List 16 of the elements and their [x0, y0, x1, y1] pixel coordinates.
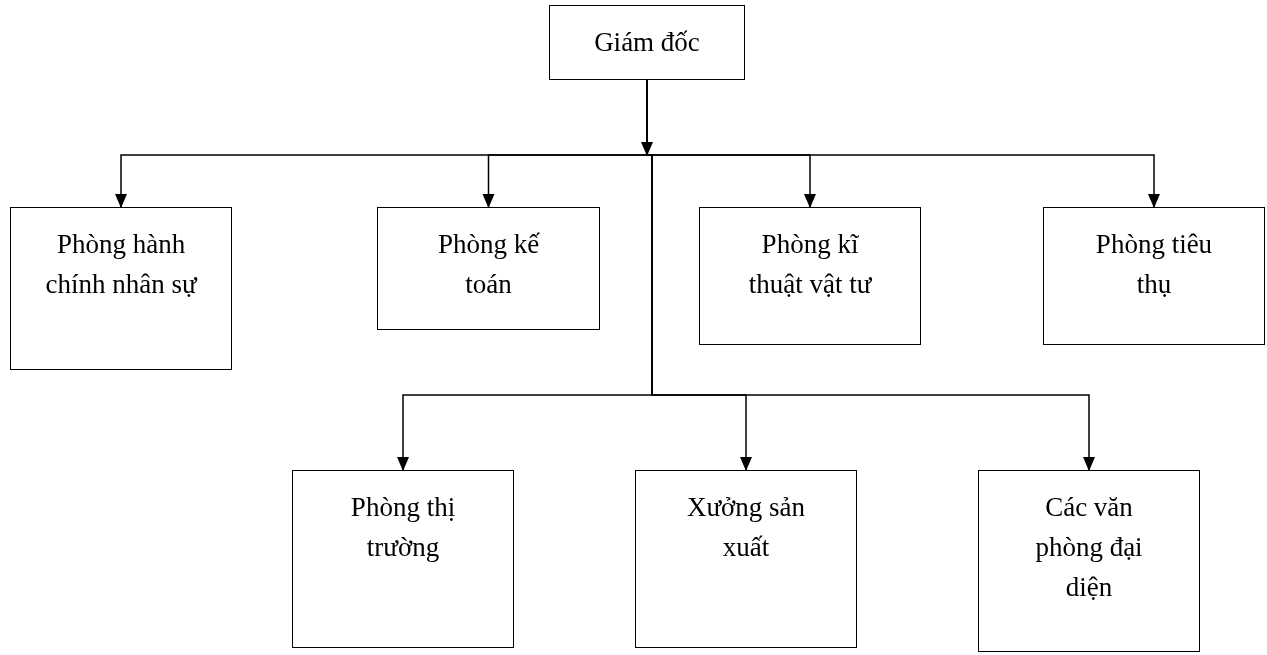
department-box — [978, 470, 1200, 652]
box-label: Xưởng sản xuất — [685, 491, 807, 564]
department-box — [10, 207, 232, 370]
box-label: Giám đốc — [594, 26, 700, 59]
department-box — [699, 207, 921, 345]
department-box — [635, 470, 857, 648]
director-box — [549, 5, 745, 80]
box-label: Phòng hành chính nhân sự — [44, 228, 199, 301]
box-label: Các văn phòng đại diện — [1034, 491, 1144, 604]
department-box — [1043, 207, 1265, 345]
box-label: Phòng kĩ thuật vật tư — [747, 228, 873, 301]
department-box — [292, 470, 514, 648]
box-label: Phòng kế toán — [436, 228, 541, 301]
box-label: Phòng thị trường — [349, 491, 457, 564]
department-box — [377, 207, 600, 330]
box-label: Phòng tiêu thụ — [1094, 228, 1214, 301]
